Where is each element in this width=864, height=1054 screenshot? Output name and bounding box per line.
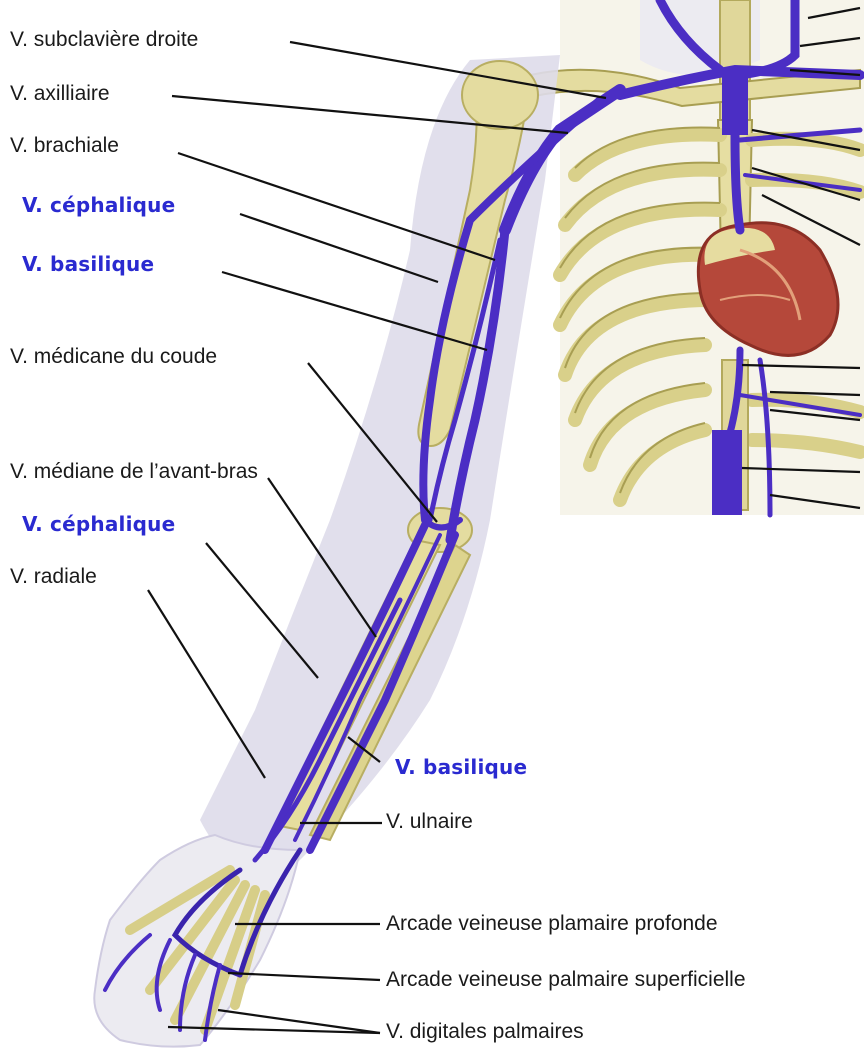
label-basilique-upper: V. basilique: [22, 252, 154, 276]
label-arcade-profonde: Arcade veineuse plamaire profonde: [386, 912, 718, 936]
label-basilique-lower: V. basilique: [395, 755, 527, 779]
label-cephalique-upper: V. céphalique: [22, 193, 175, 217]
label-mediane-avant-bras: V. médiane de l’avant-bras: [10, 460, 258, 484]
label-radiale: V. radiale: [10, 565, 97, 589]
hand-skin: [94, 835, 300, 1047]
label-medicane-coude: V. médicane du coude: [10, 345, 217, 369]
label-subclaviere: V. subclavière droite: [10, 28, 198, 52]
label-ulnaire: V. ulnaire: [386, 810, 473, 834]
humeral-head: [462, 61, 538, 129]
label-brachiale: V. brachiale: [10, 134, 119, 158]
label-cephalique-lower: V. céphalique: [22, 512, 175, 536]
label-axillaire: V. axilliaire: [10, 82, 110, 106]
leader-radiale: [148, 590, 265, 778]
label-arcade-superficielle: Arcade veineuse palmaire superficielle: [386, 968, 862, 992]
label-digitales: V. digitales palmaires: [386, 1020, 584, 1044]
leader-cephalique-upper: [240, 214, 438, 282]
